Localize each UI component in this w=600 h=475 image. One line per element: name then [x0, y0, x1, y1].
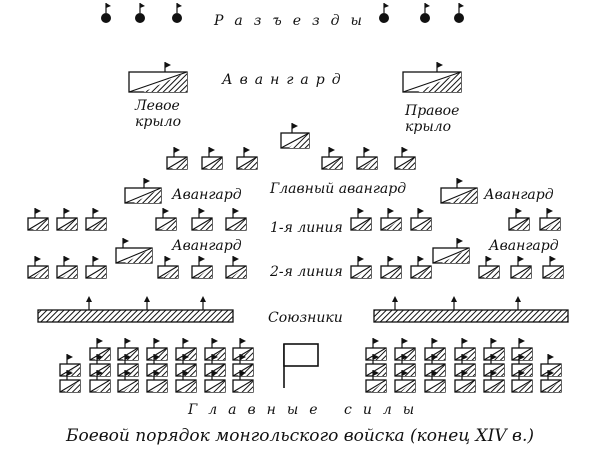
- flagged-unit-icon: [128, 62, 188, 93]
- main-forces-label: Главные силы: [187, 402, 425, 418]
- flagged-unit-icon: [27, 208, 49, 231]
- vanguard-left-1-label: Авангард: [171, 187, 242, 203]
- flagged-unit-icon: [27, 256, 49, 279]
- flagged-unit-icon: [155, 208, 177, 231]
- flagged-unit-icon: [89, 370, 111, 393]
- flagged-unit-icon: [350, 208, 372, 231]
- scout-marker-icon: [379, 3, 389, 23]
- flagged-unit-icon: [424, 370, 446, 393]
- right-wing-label-line1: Правое: [404, 103, 459, 119]
- allies-label: Союзники: [268, 310, 343, 326]
- flagged-unit-icon: [508, 208, 530, 231]
- flagged-unit-icon: [356, 147, 378, 170]
- flagged-unit-icon: [511, 354, 533, 377]
- scout-marker-icon: [420, 3, 430, 23]
- scout-marker-icon: [135, 3, 145, 23]
- flagged-unit-icon: [117, 370, 139, 393]
- flagged-unit-icon: [424, 338, 446, 361]
- flagged-unit-icon: [402, 62, 462, 93]
- flagged-unit-icon: [225, 208, 247, 231]
- flagged-unit-icon: [280, 123, 310, 149]
- flagged-unit-icon: [191, 208, 213, 231]
- right-wing-label-line2: крыло: [405, 119, 451, 135]
- allies-bar: [373, 296, 569, 323]
- diagram-caption: Боевой порядок монгольского войска (коне…: [66, 426, 534, 446]
- vanguard-right-2-label: Авангард: [488, 238, 559, 254]
- flagged-unit-icon: [85, 208, 107, 231]
- crescent-banner-icon: [283, 343, 319, 388]
- flagged-unit-icon: [166, 147, 188, 170]
- flagged-unit-icon: [89, 338, 111, 361]
- vanguard-right-1-label: Авангард: [483, 187, 554, 203]
- flagged-unit-icon: [56, 256, 78, 279]
- line-2-label: 2-я линия: [269, 264, 343, 280]
- flagged-unit-icon: [115, 238, 153, 264]
- flagged-unit-icon: [540, 354, 562, 377]
- vanguard-left-2-label: Авангард: [171, 238, 242, 254]
- flagged-unit-icon: [232, 354, 254, 377]
- flagged-unit-icon: [146, 354, 168, 377]
- flagged-unit-icon: [59, 370, 81, 393]
- flagged-unit-icon: [204, 338, 226, 361]
- flagged-unit-icon: [56, 208, 78, 231]
- flagged-unit-icon: [350, 256, 372, 279]
- flagged-unit-icon: [59, 354, 81, 377]
- flagged-unit-icon: [510, 256, 532, 279]
- scout-marker-icon: [101, 3, 111, 23]
- flagged-unit-icon: [146, 370, 168, 393]
- flagged-unit-icon: [380, 256, 402, 279]
- flagged-unit-icon: [232, 370, 254, 393]
- line-1-label: 1-я линия: [270, 220, 343, 236]
- formation-shapes: [27, 3, 569, 393]
- flagged-unit-icon: [204, 370, 226, 393]
- allies-bar: [37, 296, 234, 323]
- flagged-unit-icon: [175, 370, 197, 393]
- flagged-unit-icon: [540, 370, 562, 393]
- flagged-unit-icon: [424, 354, 446, 377]
- flagged-unit-icon: [542, 256, 564, 279]
- flagged-unit-icon: [432, 238, 470, 264]
- flagged-unit-icon: [380, 208, 402, 231]
- scouts-label: Разъезды: [213, 13, 373, 29]
- flagged-unit-icon: [365, 370, 387, 393]
- main-vanguard-label: Главный авангард: [269, 181, 406, 197]
- flagged-unit-icon: [146, 338, 168, 361]
- flagged-unit-icon: [440, 178, 478, 204]
- scout-marker-icon: [172, 3, 182, 23]
- left-wing-label-line1: Левое: [134, 98, 180, 114]
- flagged-unit-icon: [191, 256, 213, 279]
- flagged-unit-icon: [454, 370, 476, 393]
- flagged-unit-icon: [321, 147, 343, 170]
- vanguard-top-label: Авангард: [221, 72, 348, 88]
- flagged-unit-icon: [85, 256, 107, 279]
- flagged-unit-icon: [394, 370, 416, 393]
- flagged-unit-icon: [539, 208, 561, 231]
- flagged-unit-icon: [410, 208, 432, 231]
- flagged-unit-icon: [478, 256, 500, 279]
- flagged-unit-icon: [511, 370, 533, 393]
- flagged-unit-icon: [225, 256, 247, 279]
- flagged-unit-icon: [124, 178, 162, 204]
- scout-marker-icon: [454, 3, 464, 23]
- flagged-unit-icon: [201, 147, 223, 170]
- flagged-unit-icon: [236, 147, 258, 170]
- flagged-unit-icon: [157, 256, 179, 279]
- flagged-unit-icon: [394, 147, 416, 170]
- flagged-unit-icon: [483, 370, 505, 393]
- flagged-unit-icon: [410, 256, 432, 279]
- left-wing-label-line2: крыло: [135, 114, 181, 130]
